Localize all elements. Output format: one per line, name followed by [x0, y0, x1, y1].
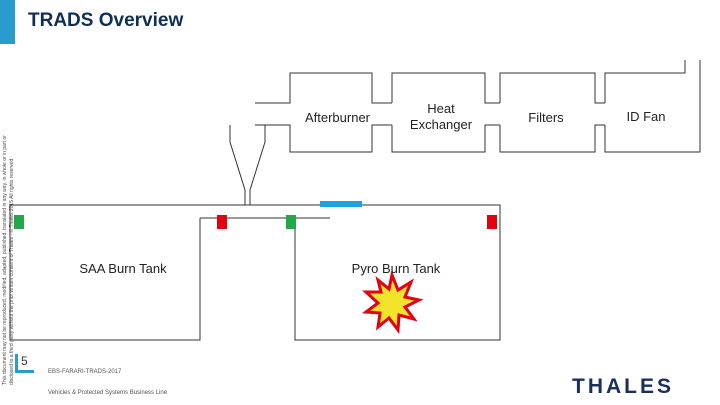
duct-afterburner-inlet [255, 72, 392, 153]
pyro-burn-tank [294, 204, 501, 341]
thales-logo: THALES [572, 375, 674, 398]
label-filters: Filters [528, 110, 564, 125]
business-line: Vehicles & Protected Systems Business Li… [48, 390, 168, 396]
valve-pyro-open [286, 215, 296, 229]
label-heat-exchanger: Heat Exchanger [409, 101, 473, 132]
page-bracket [15, 354, 34, 373]
title-accent-bar [0, 0, 15, 44]
page-number: 5 [21, 354, 28, 368]
label-afterburner: Afterburner [304, 110, 371, 125]
valve-left-open [14, 215, 24, 229]
fire-explosion-icon [361, 269, 424, 335]
saa-burn-tank [9, 204, 201, 341]
valve-saa-closed [217, 215, 227, 229]
valve-right-closed [487, 215, 497, 229]
duct-heat-exchanger [391, 72, 500, 153]
duct-id-fan [604, 60, 701, 153]
page-title: TRADS Overview [28, 10, 184, 31]
label-id-fan: ID Fan [626, 109, 666, 124]
label-saa-burn-tank: SAA Burn Tank [79, 261, 167, 276]
doc-reference: EBS-FARARI-TRADS-2017 [48, 369, 122, 375]
duct-filters [499, 72, 605, 153]
status-indicator-bar [320, 201, 362, 207]
label-pyro-burn-tank: Pyro Burn Tank [351, 261, 441, 276]
funnel [229, 125, 266, 205]
